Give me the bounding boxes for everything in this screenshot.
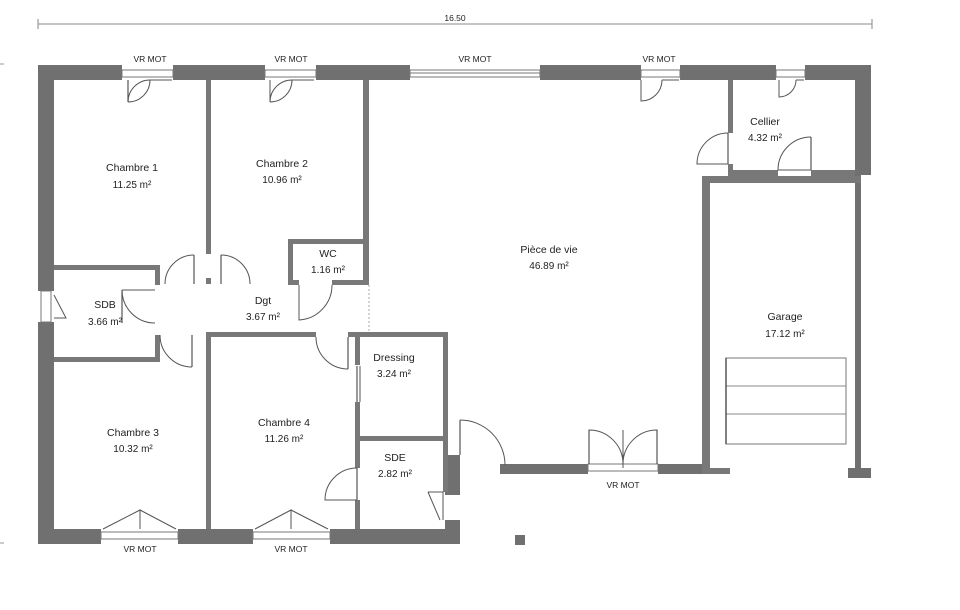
dimension-line: 16.50 <box>37 13 873 29</box>
exterior-marker <box>515 535 525 545</box>
window-label: VR MOT <box>274 54 307 64</box>
room-area: 4.32 m² <box>748 133 783 144</box>
garage-door <box>725 357 847 445</box>
room-name: WC <box>319 248 337 260</box>
room-label-garage: Garage 17.12 m² <box>765 311 805 340</box>
room-name: Chambre 3 <box>107 427 159 439</box>
doors <box>121 132 812 521</box>
room-name: Dgt <box>255 295 271 307</box>
window-labels: VR MOT VR MOT VR MOT VR MOT VR MOT VR MO… <box>123 54 675 554</box>
room-name: Chambre 1 <box>106 162 158 174</box>
room-label-dgt: Dgt 3.67 m² <box>246 295 281 323</box>
room-label-wc: WC 1.16 m² <box>311 248 346 276</box>
window-label: VR MOT <box>123 544 156 554</box>
exterior-walls <box>38 65 871 544</box>
room-name: Pièce de vie <box>520 244 577 256</box>
room-area: 3.66 m² <box>88 317 123 328</box>
room-area: 10.96 m² <box>262 175 302 186</box>
room-name: Garage <box>767 311 802 323</box>
window-label: VR MOT <box>274 544 307 554</box>
room-area: 2.82 m² <box>378 469 413 480</box>
room-label-sde: SDE 2.82 m² <box>378 452 413 480</box>
interior-walls <box>54 80 861 529</box>
room-name: Chambre 2 <box>256 158 308 170</box>
room-label-chambre-2: Chambre 2 10.96 m² <box>256 158 308 186</box>
room-area: 1.16 m² <box>311 265 346 276</box>
room-area: 3.24 m² <box>377 369 412 380</box>
room-name: Cellier <box>750 116 780 128</box>
window-label: VR MOT <box>606 480 639 490</box>
room-area: 46.89 m² <box>529 261 569 272</box>
room-name: Chambre 4 <box>258 417 310 429</box>
room-area: 11.26 m² <box>265 434 304 445</box>
room-area: 10.32 m² <box>113 444 153 455</box>
room-label-piece-de-vie: Pièce de vie 46.89 m² <box>520 244 577 272</box>
room-name: SDB <box>94 299 116 311</box>
room-name: SDE <box>384 452 406 464</box>
dimension-label: 16.50 <box>444 13 466 23</box>
window-swings <box>53 79 804 530</box>
room-area: 3.67 m² <box>246 312 281 323</box>
room-label-chambre-3: Chambre 3 10.32 m² <box>107 427 159 455</box>
window-label: VR MOT <box>642 54 675 64</box>
room-area: 11.25 m² <box>113 180 152 191</box>
room-label-chambre-1: Chambre 1 11.25 m² <box>106 162 158 191</box>
room-area: 17.12 m² <box>765 329 805 340</box>
room-label-cellier: Cellier 4.32 m² <box>748 116 783 144</box>
room-label-sdb: SDB 3.66 m² <box>88 299 123 328</box>
room-name: Dressing <box>373 352 415 364</box>
room-label-dressing: Dressing 3.24 m² <box>373 352 415 380</box>
room-label-chambre-4: Chambre 4 11.26 m² <box>258 417 310 445</box>
window-label: VR MOT <box>133 54 166 64</box>
window-label: VR MOT <box>458 54 491 64</box>
